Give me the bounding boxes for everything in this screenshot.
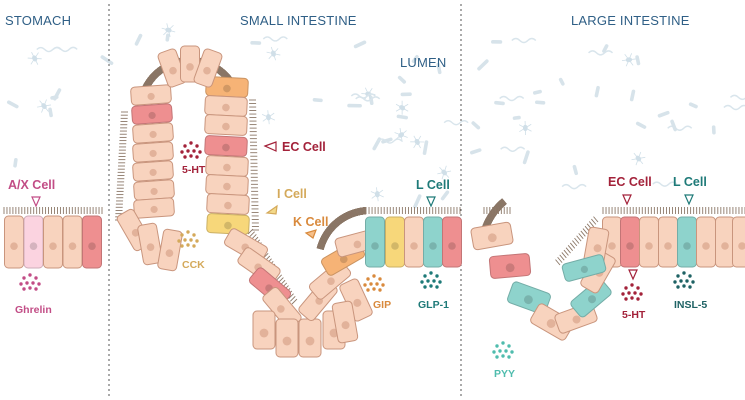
epithelial-cell bbox=[732, 216, 745, 268]
cck-granules bbox=[177, 230, 199, 248]
ghrelin-label: Ghrelin bbox=[15, 304, 52, 316]
hormone-granules bbox=[19, 141, 695, 359]
serotonin-large-label: 5-HT bbox=[622, 309, 646, 321]
epithelial-cell bbox=[206, 193, 250, 215]
epithelial-cell bbox=[4, 215, 24, 269]
epithelial-cell bbox=[205, 155, 249, 177]
l-cell-small bbox=[423, 216, 443, 268]
ec-cell-villus bbox=[131, 103, 173, 125]
epithelial-cell bbox=[133, 179, 175, 201]
epithelial-cell bbox=[404, 216, 424, 268]
epithelial-cell bbox=[658, 216, 678, 268]
l-cell-small-label: L Cell bbox=[416, 178, 450, 192]
i-pointer bbox=[265, 204, 278, 215]
lumen-bacteria bbox=[6, 23, 745, 209]
epithelial-cell bbox=[204, 95, 248, 117]
l-cell-small bbox=[365, 216, 385, 268]
epithelial-cell bbox=[696, 216, 716, 268]
epithelial-cell bbox=[331, 300, 359, 344]
ax-cell bbox=[23, 215, 44, 269]
epithelial-cell bbox=[275, 318, 299, 358]
insl5-granules bbox=[673, 271, 695, 289]
epithelial-cell bbox=[204, 114, 248, 136]
ec-cell-small-label: EC Cell bbox=[282, 140, 326, 154]
l-large-pointer bbox=[684, 194, 694, 206]
l-cell-large-lumen bbox=[561, 254, 607, 282]
serotonin-small-label: 5-HT bbox=[182, 164, 206, 176]
epithelial-cell bbox=[205, 174, 249, 196]
epithelial-cell bbox=[193, 48, 223, 88]
l-small-pointer bbox=[426, 196, 436, 208]
k-pointer bbox=[304, 229, 317, 239]
epithelial-cell bbox=[137, 222, 163, 266]
ghrelin-granules bbox=[19, 273, 41, 291]
pyy-label: PYY bbox=[494, 368, 516, 380]
epithelial-cell bbox=[715, 216, 735, 268]
lumen-label: LUMEN bbox=[400, 55, 447, 70]
epithelial-cell bbox=[252, 310, 276, 350]
ec-cell-large-label: EC Cell bbox=[608, 175, 652, 189]
small-intestine-header: SMALL INTESTINE bbox=[240, 13, 357, 28]
cell-pointers bbox=[31, 141, 694, 281]
stomach-header: STOMACH bbox=[5, 13, 72, 28]
ax-cell-label: A/X Cell bbox=[8, 178, 56, 192]
ec-small-pointer bbox=[263, 141, 277, 152]
insl5-label: INSL-5 bbox=[674, 299, 708, 311]
serotonin-small-granules bbox=[180, 141, 202, 159]
l-cell-large bbox=[677, 216, 697, 268]
epithelial-cell bbox=[43, 215, 63, 269]
ec-cell-large bbox=[620, 216, 640, 268]
epithelial-cell bbox=[130, 84, 172, 106]
i-cell-surface bbox=[385, 216, 405, 268]
ec-cell-surface bbox=[442, 216, 462, 268]
cck-label: CCK bbox=[182, 259, 205, 271]
k-cell-label: K Cell bbox=[293, 215, 329, 229]
epithelial-cell bbox=[470, 221, 514, 251]
l-cell-large-label: L Cell bbox=[673, 175, 707, 189]
ec-cell-stomach bbox=[82, 215, 102, 269]
ec-cell-small bbox=[204, 135, 248, 157]
epithelial-cell bbox=[157, 228, 183, 272]
large-intestine-header: LARGE INTESTINE bbox=[571, 13, 690, 28]
epithelial-cell bbox=[132, 122, 174, 144]
i-cell-label: I Cell bbox=[277, 187, 307, 201]
l-cell-large-crypt-right bbox=[570, 278, 612, 318]
epithelial-cell bbox=[132, 160, 174, 182]
epithelial-cell bbox=[639, 216, 659, 268]
pyy-granules bbox=[492, 341, 514, 359]
serotonin-large-pointer bbox=[628, 269, 638, 281]
ax-pointer bbox=[31, 196, 41, 208]
gip-label: GIP bbox=[373, 299, 392, 311]
epithelial-cell bbox=[298, 318, 322, 358]
epithelial-cell bbox=[62, 215, 83, 269]
epithelial-cells bbox=[4, 45, 745, 358]
glp1-granules bbox=[420, 271, 442, 289]
epithelial-cell bbox=[133, 197, 175, 219]
glp1-label: GLP-1 bbox=[418, 299, 449, 311]
ec-large-pointer bbox=[622, 194, 632, 206]
i-cell bbox=[206, 213, 250, 235]
epithelial-cell bbox=[132, 141, 174, 163]
serotonin-large-granules bbox=[621, 283, 643, 301]
ec-cell-large-crypt bbox=[488, 253, 532, 279]
gip-granules bbox=[363, 274, 385, 292]
